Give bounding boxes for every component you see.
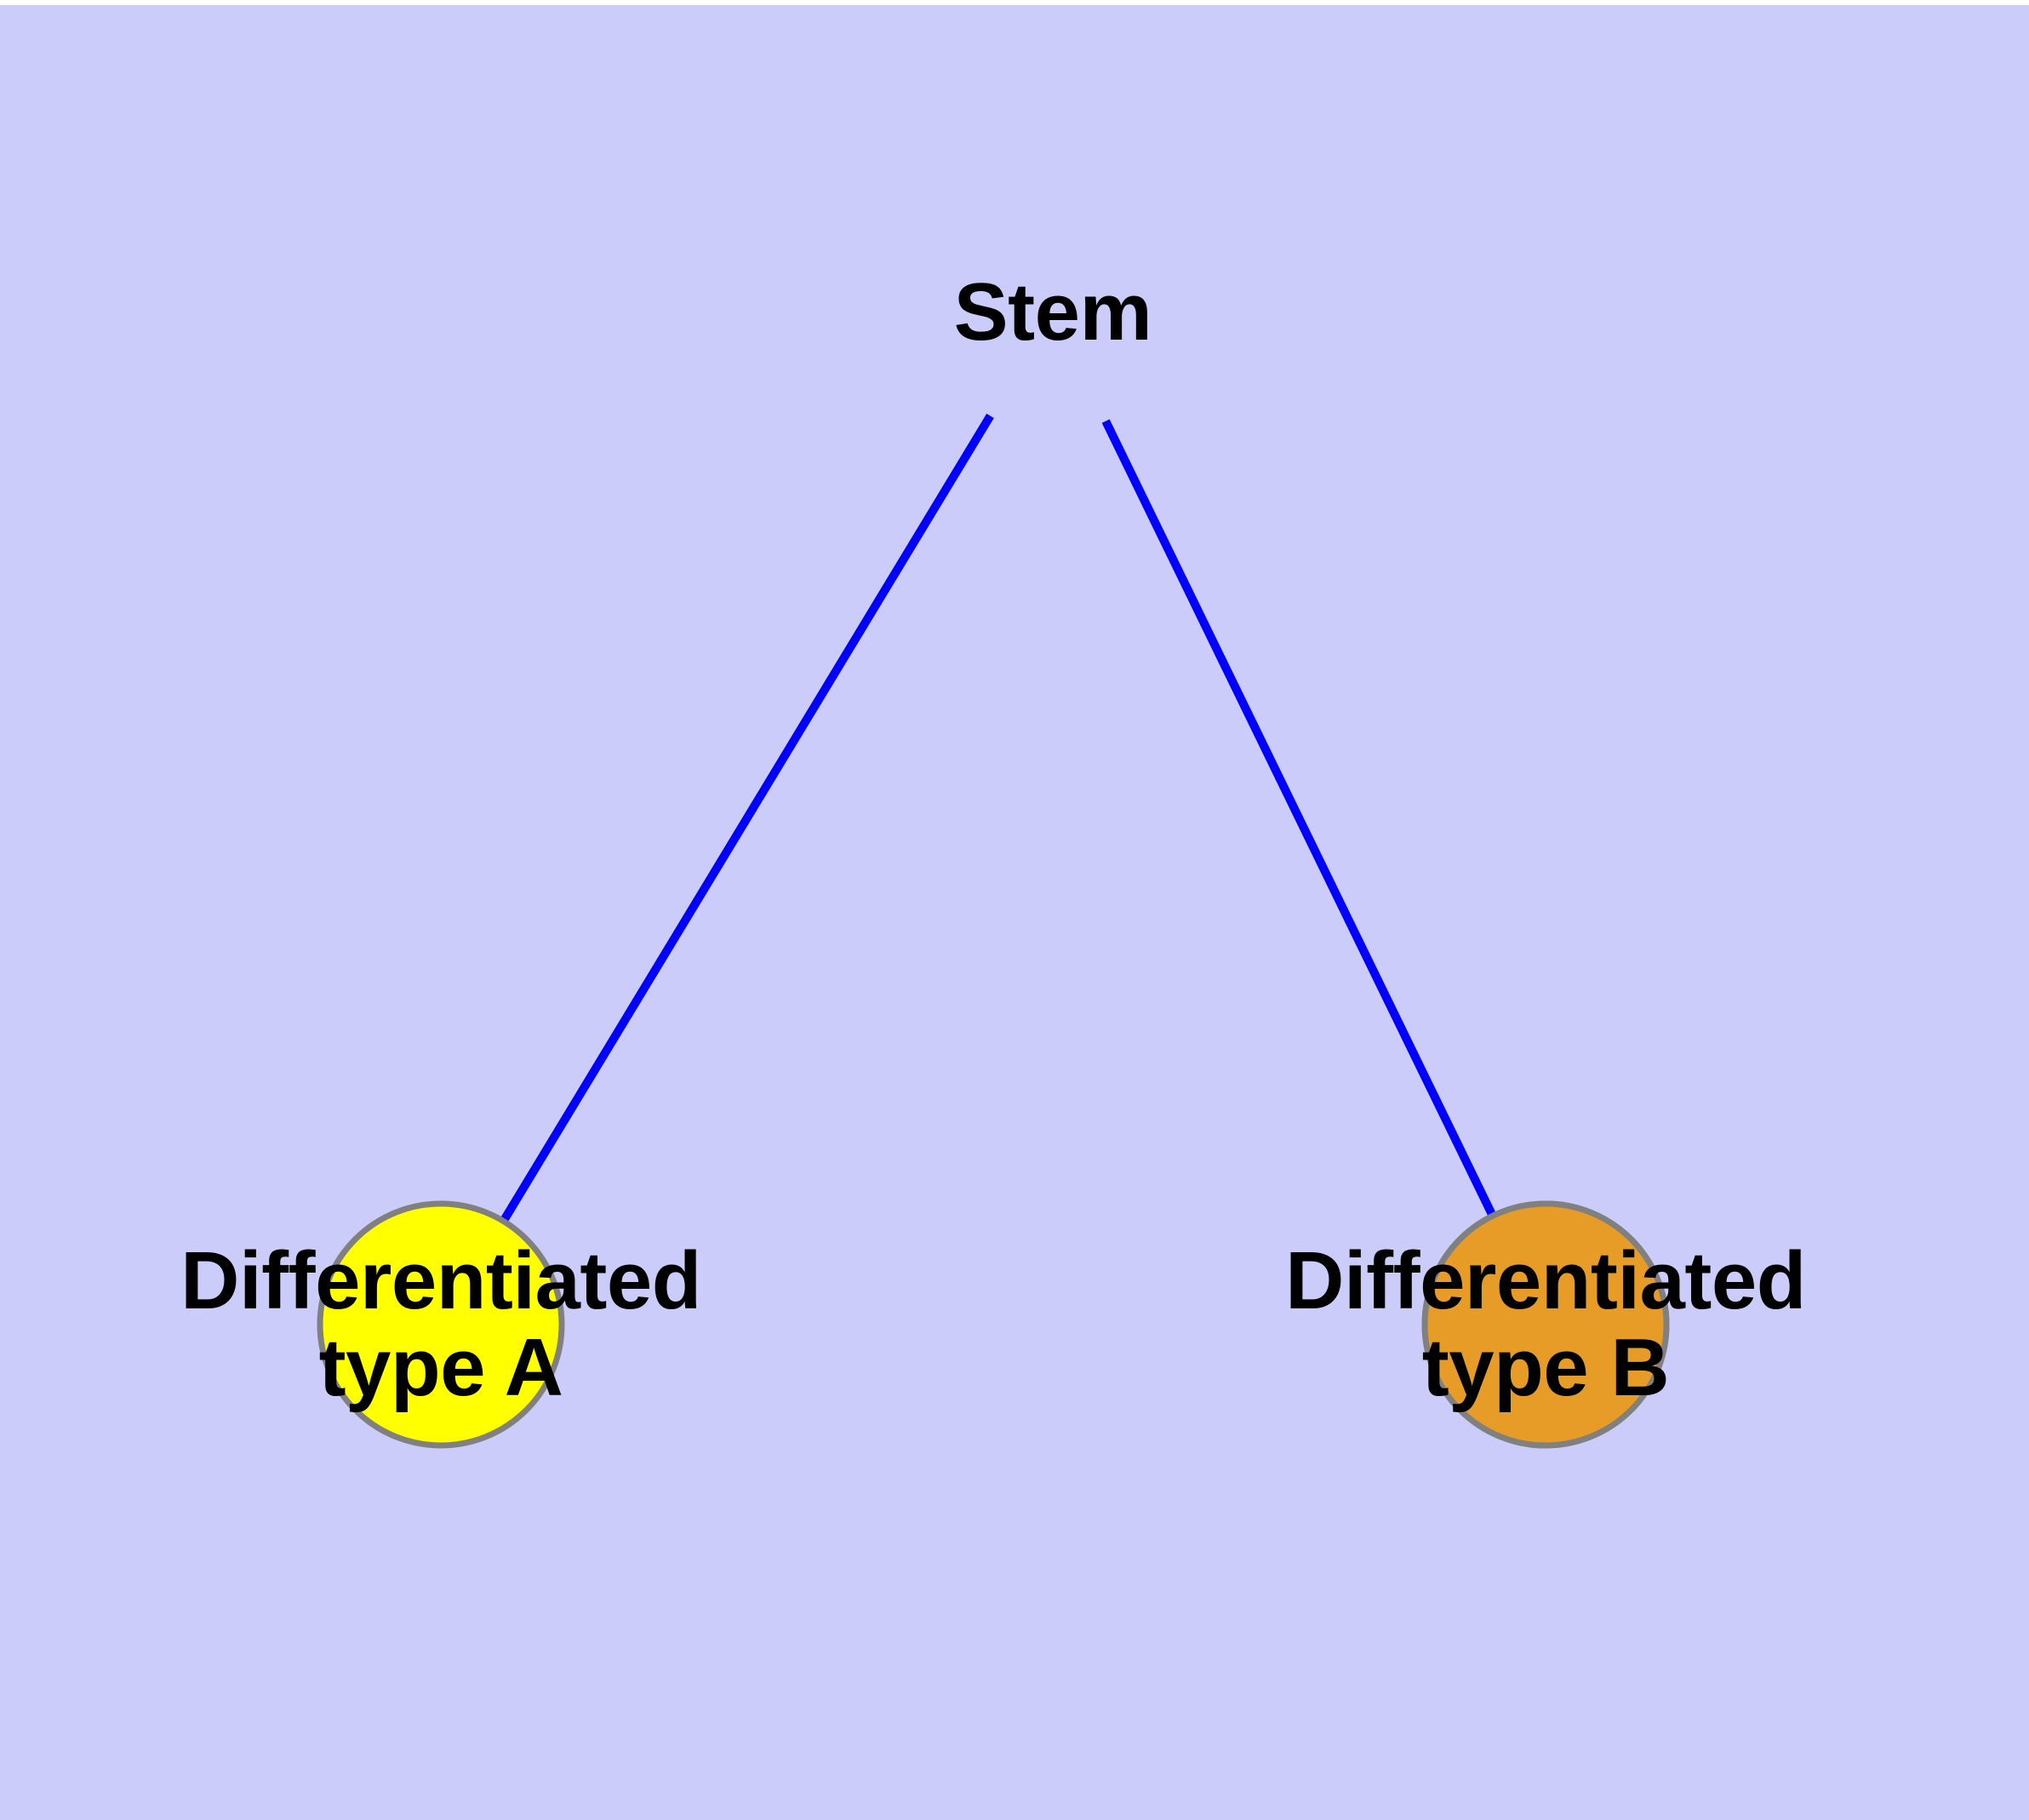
- node-layer: [317, 1200, 1670, 1449]
- canvas-background: [0, 5, 2029, 1820]
- edge-stem-diff-a[interactable]: [500, 413, 994, 1224]
- edge-layer: [500, 413, 1497, 1224]
- node-differentiated-type-b[interactable]: [1421, 1200, 1670, 1449]
- edge-stem-diff-b[interactable]: [1101, 419, 1497, 1218]
- node-stem[interactable]: [317, 1200, 565, 1449]
